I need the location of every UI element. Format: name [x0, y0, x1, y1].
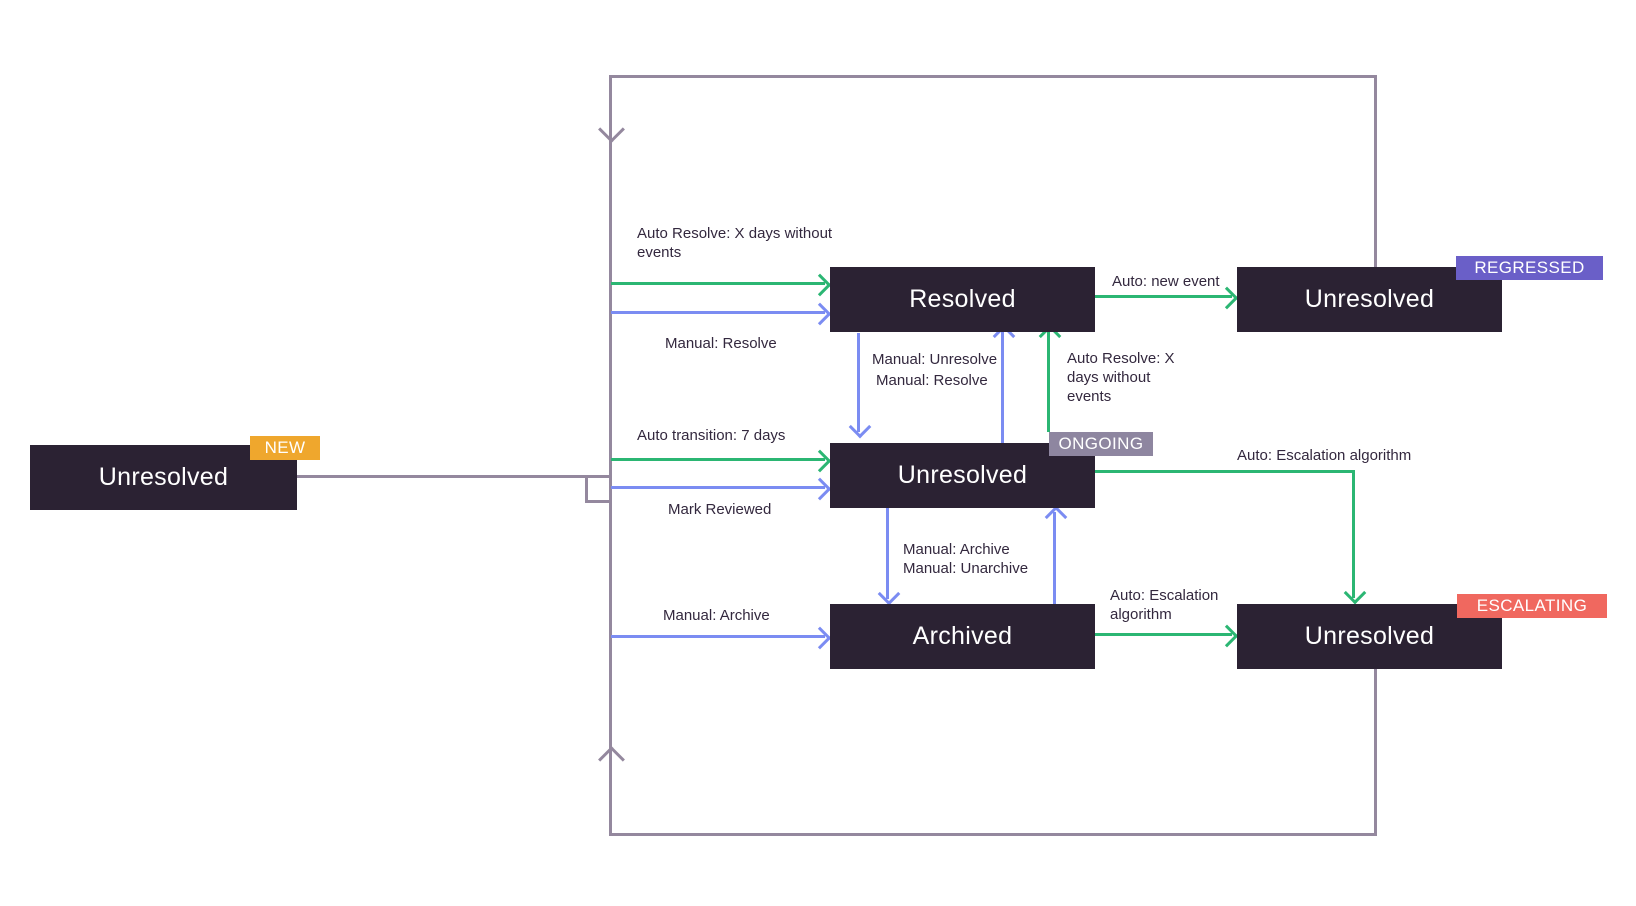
arrow-auto-escalation-top-horizontal	[1095, 470, 1355, 473]
state-new-unresolved-label: Unresolved	[98, 463, 229, 491]
state-archived-label: Archived	[912, 622, 1013, 650]
loop-top-line	[609, 75, 1377, 78]
arrow-manual-resolve-up	[1001, 331, 1004, 443]
new-connector-line	[297, 475, 610, 478]
label-manual-resolve-up: Manual: Resolve	[876, 372, 988, 389]
label-auto-transition: Auto transition: 7 days	[637, 427, 786, 444]
label-auto-new-event: Auto: new event	[1112, 273, 1220, 290]
arrow-auto-resolve-to-resolved	[611, 282, 825, 285]
state-regressed-unresolved: Unresolved	[1237, 267, 1502, 332]
arrow-auto-escalation-bottom	[1095, 633, 1232, 636]
state-ongoing-unresolved-label: Unresolved	[897, 461, 1028, 489]
state-escalating-unresolved-label: Unresolved	[1304, 622, 1435, 650]
label-manual-resolve: Manual: Resolve	[665, 335, 777, 352]
arrow-manual-unresolve-down	[857, 333, 860, 432]
badge-escalating: ESCALATING	[1457, 594, 1607, 618]
state-regressed-unresolved-label: Unresolved	[1304, 285, 1435, 313]
state-resolved-label: Resolved	[909, 285, 1016, 313]
arrow-manual-resolve-to-resolved	[611, 311, 825, 314]
label-manual-unresolve: Manual: Unresolve	[872, 351, 998, 368]
new-connector-jog-v	[585, 477, 588, 502]
badge-ongoing: ONGOING	[1049, 432, 1153, 456]
new-connector-jog-h	[585, 500, 611, 503]
loop-right-bottom-line	[1374, 669, 1377, 836]
label-manual-archive-down: Manual: Archive	[903, 541, 1010, 558]
arrow-auto-resolve-up	[1047, 331, 1050, 432]
badge-new: NEW	[250, 436, 320, 460]
label-auto-escalation-bottom: Auto: Escalation algorithm	[1110, 587, 1219, 623]
label-auto-resolve-days-up: Auto Resolve: X days without events	[1067, 350, 1175, 405]
state-archived: Archived	[830, 604, 1095, 669]
badge-regressed: REGRESSED	[1456, 256, 1603, 280]
loop-arrow-down-icon	[598, 116, 625, 143]
arrow-auto-escalation-top-vertical	[1352, 470, 1355, 598]
label-manual-archive: Manual: Archive	[663, 607, 770, 624]
arrow-manual-archive-down	[886, 508, 889, 599]
loop-left-line	[609, 75, 612, 836]
arrow-manual-archive	[611, 635, 825, 638]
label-mark-reviewed: Mark Reviewed	[668, 501, 772, 518]
state-resolved: Resolved	[830, 267, 1095, 332]
arrow-auto-new-event	[1095, 295, 1232, 298]
loop-bottom-line	[609, 833, 1377, 836]
arrow-auto-transition	[611, 458, 825, 461]
loop-right-top-line	[1374, 75, 1377, 269]
arrow-mark-reviewed	[611, 486, 825, 489]
arrow-manual-unarchive-up	[1053, 512, 1056, 604]
loop-arrow-up-icon	[598, 746, 625, 773]
state-ongoing-unresolved: Unresolved	[830, 443, 1095, 508]
label-manual-unarchive: Manual: Unarchive	[903, 560, 1029, 577]
label-auto-resolve-days: Auto Resolve: X days without events	[637, 225, 833, 261]
label-auto-escalation-top: Auto: Escalation algorithm	[1237, 447, 1412, 464]
